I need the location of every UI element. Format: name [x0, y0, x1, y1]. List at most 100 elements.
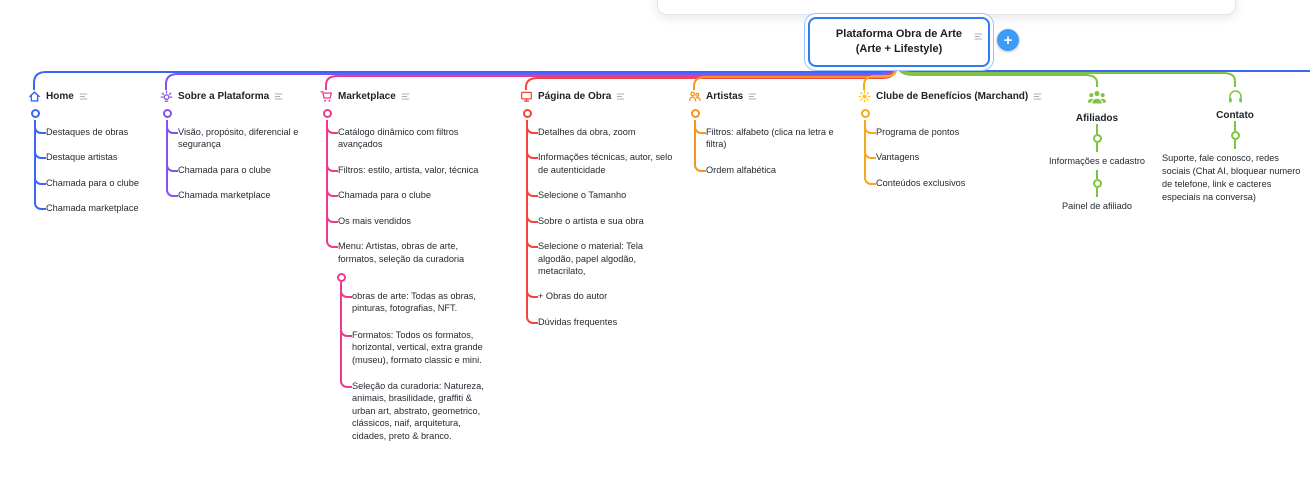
node-connector-dot[interactable] [336, 272, 346, 282]
child-node-label: Conteúdos exclusivos [876, 177, 966, 188]
child-node[interactable]: Chamada para o clube [34, 163, 152, 190]
child-node[interactable]: Dúvidas frequentes [526, 302, 678, 328]
child-node[interactable]: Catálogo dinâmico com filtros avançados [326, 120, 496, 151]
node-connector-dot[interactable] [162, 109, 172, 118]
child-node[interactable]: Chamada marketplace [34, 189, 152, 214]
central-topic-label: Plataforma Obra de Arte (Arte + Lifestyl… [835, 28, 963, 55]
child-node-label: Filtros: estilo, artista, valor, técnica [338, 164, 479, 175]
node-connector-dot[interactable] [1092, 178, 1102, 188]
child-node[interactable]: Programa de pontos [864, 120, 1014, 139]
child-node-label: Menu: Artistas, obras de arte, formatos,… [338, 241, 465, 264]
child-node[interactable]: Visão, propósito, diferencial e seguranç… [166, 120, 306, 151]
idea-icon [160, 90, 173, 103]
child-node-label: Os mais vendidos [338, 215, 412, 226]
note-icon [401, 92, 410, 101]
node-connector-dot[interactable] [860, 109, 870, 118]
child-node-label: Chamada para o clube [46, 177, 139, 188]
branch-label[interactable]: Afiliados [1075, 113, 1119, 124]
child-node-label: Informações técnicas, autor, selo de aut… [538, 152, 673, 175]
child-node-label: Filtros: alfabeto (clica na letra e filt… [706, 127, 834, 150]
branch-spine [1096, 187, 1098, 197]
child-node[interactable]: Vantagens [864, 138, 1014, 165]
branch-spine [1096, 169, 1098, 179]
child-node[interactable]: Filtros: estilo, artista, valor, técnica [326, 150, 496, 177]
child-node[interactable]: Filtros: alfabeto (clica na letra e filt… [694, 120, 842, 151]
child-node[interactable]: Formatos: Todos os formatos, horizontal,… [340, 314, 492, 367]
child-node[interactable]: Destaque artistas [34, 138, 152, 165]
child-node[interactable]: + Obras do autor [526, 277, 678, 304]
child-node[interactable]: Detalhes da obra, zoom [526, 120, 678, 139]
branch-marketplace: Marketplace Catálogo dinâmico com filtro… [320, 90, 496, 442]
branch-label: Artistas [706, 91, 744, 102]
child-node[interactable]: Sobre o artista e sua obra [526, 201, 678, 228]
floating-toolbar[interactable] [657, 0, 1236, 15]
child-node[interactable]: Suporte, fale conosco, redes sociais (Ch… [1162, 153, 1301, 202]
child-node-label: Detalhes da obra, zoom [538, 127, 636, 137]
group-icon [1087, 88, 1107, 108]
home-icon [28, 90, 41, 103]
child-node[interactable]: Painel de afiliado [1062, 200, 1132, 211]
child-node[interactable]: Seleção da curadoria: Natureza, animais,… [340, 366, 492, 442]
add-node-button[interactable]: + [997, 29, 1019, 51]
monitor-icon [520, 90, 533, 103]
child-node[interactable]: Ordem alfabética [694, 150, 842, 176]
node-connector-dot[interactable] [30, 109, 40, 118]
node-connector-dot[interactable] [1092, 134, 1102, 143]
branch-sobre-header[interactable]: Sobre a Plataforma [160, 90, 306, 103]
child-node[interactable]: Os mais vendidos [326, 201, 496, 228]
branch-marketplace-header[interactable]: Marketplace [320, 90, 496, 103]
child-node-label: Ordem alfabética [706, 164, 776, 175]
branch-artistas-header[interactable]: Artistas [688, 90, 842, 103]
note-icon [79, 92, 88, 101]
child-node-label: Formatos: Todos os formatos, horizontal,… [352, 329, 483, 365]
headphones-icon [1227, 88, 1244, 105]
child-node[interactable]: Selecione o Tamanho [526, 176, 678, 203]
branch-label: Home [46, 91, 74, 102]
people-icon [688, 90, 701, 103]
child-node-label: Chamada para o clube [338, 190, 431, 201]
branch-clube-header[interactable]: Clube de Benefícios (Marchand) [858, 90, 1042, 103]
child-node[interactable]: Chamada marketplace [166, 176, 306, 201]
note-icon [274, 92, 283, 101]
cart-icon [320, 90, 333, 103]
child-node[interactable]: Informações técnicas, autor, selo de aut… [526, 138, 678, 177]
node-connector-dot[interactable] [322, 109, 332, 118]
child-node[interactable]: Informações e cadastro [1048, 156, 1145, 166]
child-node-label: Sobre o artista e sua obra [538, 215, 644, 226]
branch-label[interactable]: Contato [1216, 110, 1254, 121]
central-topic[interactable]: Plataforma Obra de Arte (Arte + Lifestyl… [808, 17, 990, 67]
child-node-label: Seleção da curadoria: Natureza, animais,… [352, 381, 484, 441]
node-connector-dot[interactable] [1230, 131, 1240, 140]
child-node-label: Chamada marketplace [46, 203, 139, 214]
branch-pagina-header[interactable]: Página de Obra [520, 90, 678, 103]
child-node-label: Visão, propósito, diferencial e seguranç… [178, 127, 299, 150]
note-icon [748, 92, 757, 101]
child-node-label: Chamada para o clube [178, 164, 271, 175]
child-node-label: obras de arte: Todas as obras, pinturas,… [352, 290, 476, 314]
child-node[interactable]: Destaques de obras [34, 120, 152, 139]
child-node[interactable]: obras de arte: Todas as obras, pinturas,… [340, 281, 492, 315]
child-node-label: + Obras do autor [538, 291, 608, 302]
child-node-label: Chamada marketplace [178, 190, 271, 201]
branch-label: Página de Obra [538, 91, 612, 102]
child-node[interactable]: Chamada para o clube [166, 150, 306, 177]
child-node[interactable]: Conteúdos exclusivos [864, 163, 1014, 189]
child-node[interactable]: Menu: Artistas, obras de arte, formatos,… [326, 227, 496, 442]
branch-spine [1096, 124, 1098, 134]
branch-spine [1096, 143, 1098, 152]
branch-artistas: Artistas Filtros: alfabeto (clica na let… [688, 90, 842, 176]
branch-spine [1234, 140, 1236, 149]
child-node-label: Destaques de obras [46, 127, 129, 137]
branch-home: Home Destaques de obras Destaque artista… [28, 90, 152, 215]
node-connector-dot[interactable] [522, 109, 532, 118]
child-node[interactable]: Selecione o material: Tela algodão, pape… [526, 227, 678, 278]
child-node[interactable]: Chamada para o clube [326, 176, 496, 203]
child-node-label: Destaque artistas [46, 152, 118, 163]
child-node-label: Catálogo dinâmico com filtros avançados [338, 127, 459, 150]
branch-clube-de-beneficios: Clube de Benefícios (Marchand) Programa … [858, 90, 1042, 189]
branch-home-header[interactable]: Home [28, 90, 152, 103]
node-connector-dot[interactable] [690, 109, 700, 118]
child-node-label: Vantagens [876, 152, 920, 163]
child-node-label: Selecione o material: Tela algodão, pape… [538, 241, 644, 276]
